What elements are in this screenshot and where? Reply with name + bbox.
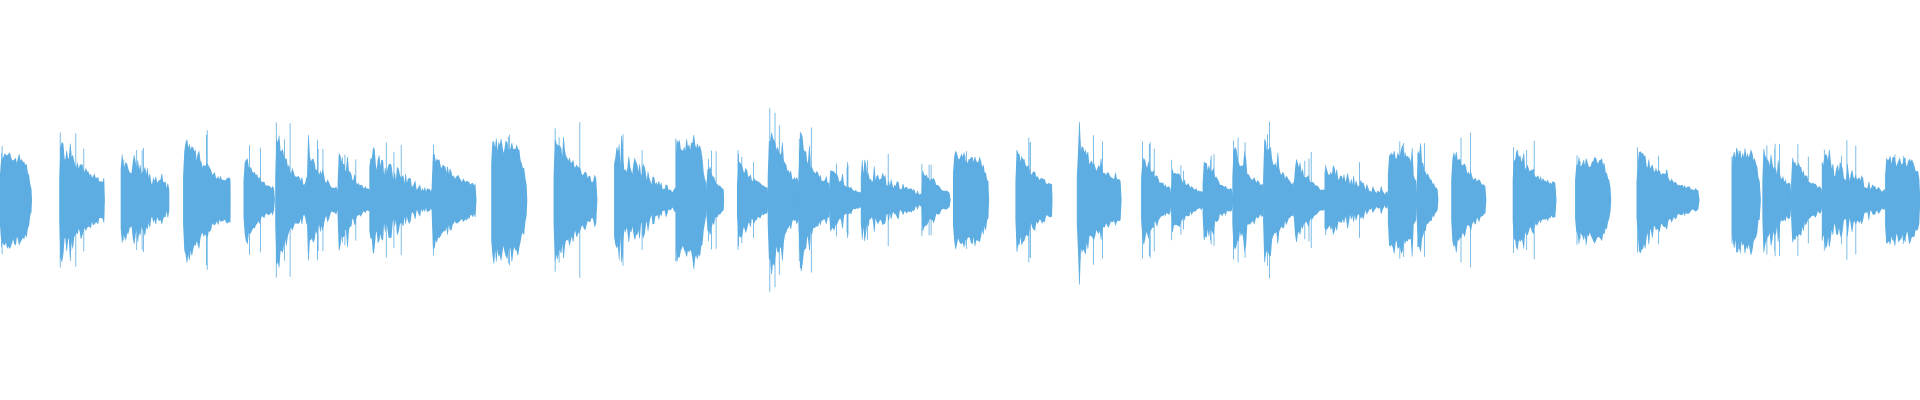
waveform-clip[interactable] [706, 166, 725, 235]
waveform-clip[interactable] [120, 154, 170, 245]
waveform-clip[interactable] [860, 159, 922, 242]
waveform-clip[interactable] [675, 134, 707, 270]
waveform-clip[interactable] [1821, 149, 1886, 249]
waveform-clip[interactable] [1324, 165, 1389, 236]
waveform-clip[interactable] [1232, 146, 1264, 252]
waveform-clip[interactable] [798, 133, 830, 272]
waveform-clip[interactable] [243, 158, 275, 244]
waveform-clip[interactable] [1387, 145, 1418, 257]
waveform-clip[interactable] [1575, 157, 1612, 246]
waveform-clip[interactable] [369, 148, 433, 254]
waveform-clip[interactable] [431, 153, 477, 250]
waveform-clip[interactable] [1416, 143, 1439, 252]
waveform-clip[interactable] [553, 136, 598, 263]
waveform-clip[interactable] [921, 170, 951, 231]
waveform-clip[interactable] [59, 141, 105, 262]
waveform-clip[interactable] [953, 150, 990, 250]
waveform-clip[interactable] [1451, 151, 1487, 253]
waveform-clip[interactable] [1076, 121, 1122, 285]
waveform-clip[interactable] [0, 152, 33, 250]
waveform-clip[interactable] [1293, 159, 1326, 243]
waveform-clip[interactable] [1885, 155, 1920, 245]
waveform-clip[interactable] [1731, 147, 1761, 255]
waveform-clip[interactable] [1202, 161, 1233, 241]
waveform-clip[interactable] [1263, 139, 1295, 263]
waveform-clip[interactable] [1141, 157, 1172, 245]
waveform-clip[interactable] [1791, 157, 1823, 243]
waveform-clip[interactable] [275, 135, 308, 268]
waveform-clip[interactable] [829, 169, 862, 232]
waveform-clip[interactable] [1015, 149, 1053, 252]
waveform-clip[interactable] [1636, 151, 1700, 254]
waveform-clip[interactable] [1170, 169, 1204, 233]
waveform-clip[interactable] [614, 135, 677, 263]
waveform-clip[interactable] [767, 132, 800, 275]
